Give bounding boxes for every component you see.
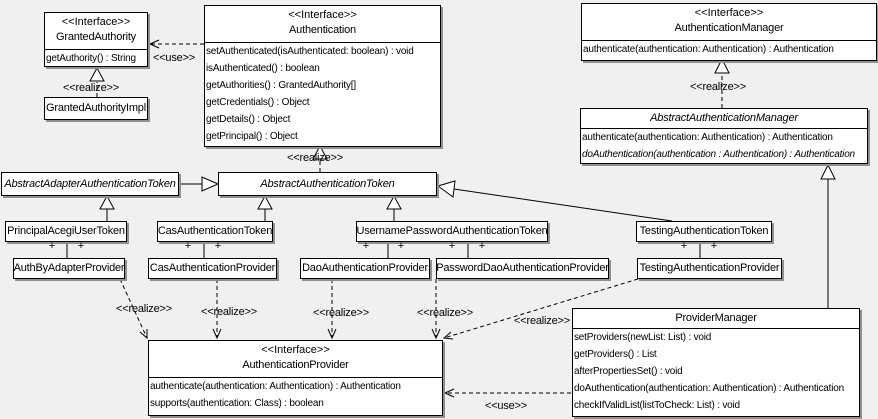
generalization-provider-manager <box>820 163 836 308</box>
class-dao-authentication-provider[interactable]: DaoAuthenticationProvider <box>300 258 430 279</box>
association-end-label: + <box>397 240 405 252</box>
realize-granted-authority-impl <box>89 66 105 97</box>
class-name: ProviderManager <box>573 309 859 329</box>
use-arrow-provider-manager <box>443 388 571 398</box>
method: getAuthority() : String <box>46 53 136 64</box>
stereotype-label: <<Interface>> <box>694 7 764 19</box>
association-end-label: + <box>184 240 192 252</box>
realize-testing-provider <box>442 278 639 340</box>
association-end-label: + <box>48 240 56 252</box>
class-granted-authority[interactable]: <<Interface>> GrantedAuthority getAuthor… <box>44 12 148 67</box>
class-name: DaoAuthenticationProvider <box>302 262 428 274</box>
realize-label: <<realize>> <box>313 307 369 319</box>
class-header: <<Interface>> AuthenticationManager <box>582 4 876 41</box>
class-name: AuthenticationManager <box>674 22 784 34</box>
method: getPrincipal() : Object <box>206 131 298 142</box>
stereotype-label: <<Interface>> <box>61 16 131 28</box>
association-end-label: + <box>478 240 486 252</box>
realize-abstract-authentication-manager <box>714 57 730 108</box>
realize-password-dao-provider <box>431 279 441 340</box>
realize-label: <<realize>> <box>63 82 119 94</box>
use-arrow-authentication <box>148 39 204 49</box>
class-cas-authentication-token[interactable]: CasAuthenticationToken <box>157 221 273 242</box>
stereotype-label: <<Interface>> <box>261 344 330 356</box>
realize-dao-provider <box>327 279 337 340</box>
use-label: <<use>> <box>484 400 528 412</box>
association-end-label: + <box>214 240 222 252</box>
generalization-principal-token <box>99 194 115 221</box>
method: isAuthenticated() : boolean <box>206 63 320 74</box>
class-name: AuthenticationProvider <box>242 359 349 371</box>
class-principal-acegi-user-token[interactable]: PrincipalAcegiUserToken <box>5 221 127 242</box>
class-authentication-provider[interactable]: <<Interface>> AuthenticationProvider aut… <box>148 340 443 416</box>
method: getCredentials() : Object <box>206 97 310 108</box>
method: authenticate(authentication: Authenticat… <box>583 44 834 55</box>
method: supports(authentication: Class) : boolea… <box>150 398 324 409</box>
class-name: GrantedAuthorityImpl <box>46 102 146 114</box>
class-password-dao-authentication-provider[interactable]: PasswordDaoAuthenticationProvider <box>436 258 609 279</box>
method: authenticate(authentication: Authenticat… <box>582 132 833 143</box>
class-abstract-authentication-manager[interactable]: AbstractAuthenticationManager authentica… <box>580 108 868 164</box>
class-name: AbstractAuthenticationToken <box>260 177 395 190</box>
class-name: TestingAuthenticationProvider <box>639 262 780 274</box>
generalization-testing-token <box>436 180 673 222</box>
class-authentication[interactable]: <<Interface>> Authentication setAuthenti… <box>204 5 441 147</box>
association-end-label: + <box>680 240 688 252</box>
class-name: UsernamePasswordAuthenticationToken <box>356 225 548 237</box>
stereotype-label: <<Interface>> <box>288 9 357 21</box>
class-name: AuthByAdapterProvider <box>13 262 125 274</box>
use-label: <<use>> <box>152 52 196 64</box>
method: doAuthentication(authentication: Authent… <box>574 383 844 394</box>
generalization-cas-token <box>257 194 273 221</box>
association-end-label: + <box>77 240 85 252</box>
realize-label: <<realize>> <box>417 307 473 319</box>
class-testing-authentication-token[interactable]: TestingAuthenticationToken <box>636 221 772 242</box>
method: doAuthentication(authentication : Authen… <box>582 149 855 160</box>
method: afterPropertiesSet() : void <box>574 366 683 377</box>
association-end-label: + <box>362 240 370 252</box>
class-name: CasAuthenticationToken <box>157 225 273 237</box>
class-name: TestingAuthenticationToken <box>639 225 769 237</box>
method: getProviders() : List <box>574 349 657 360</box>
class-name: Authentication <box>289 24 356 36</box>
class-name: PasswordDaoAuthenticationProvider <box>436 262 609 274</box>
realize-label: <<realize>> <box>514 315 570 327</box>
method: getDetails() : Object <box>206 114 291 125</box>
class-authentication-manager[interactable]: <<Interface>> AuthenticationManager auth… <box>581 3 877 61</box>
method: checkIfValidList(listToCheck: List) : vo… <box>574 400 740 411</box>
class-header: <<Interface>> GrantedAuthority <box>45 13 147 50</box>
class-cas-authentication-provider[interactable]: CasAuthenticationProvider <box>148 258 277 279</box>
method: setProviders(newList: List) : void <box>574 332 712 343</box>
realize-label: <<realize>> <box>201 306 257 318</box>
method: getAuthorities() : GrantedAuthority[] <box>206 80 356 91</box>
realize-abstract-authentication-token <box>312 144 328 172</box>
class-provider-manager[interactable]: ProviderManager setProviders(newList: Li… <box>572 308 860 417</box>
association-end-label: + <box>710 240 718 252</box>
class-name: CasAuthenticationProvider <box>149 262 276 274</box>
class-abstract-authentication-token[interactable]: AbstractAuthenticationToken <box>218 172 437 196</box>
generalization-adapter-token <box>179 176 220 192</box>
generalization-username-password-token <box>386 194 402 221</box>
realize-label: <<realize>> <box>690 81 746 93</box>
class-testing-authentication-provider[interactable]: TestingAuthenticationProvider <box>637 258 782 279</box>
method: authenticate(authentication: Authenticat… <box>150 381 401 392</box>
association-end-label: + <box>448 240 456 252</box>
class-auth-by-adapter-provider[interactable]: AuthByAdapterProvider <box>13 258 125 279</box>
class-name: GrantedAuthority <box>56 31 136 43</box>
class-name: AbstractAuthenticationManager <box>581 109 867 129</box>
realize-label: <<realize>> <box>116 303 172 315</box>
class-username-password-authentication-token[interactable]: UsernamePasswordAuthenticationToken <box>356 221 548 242</box>
realize-label: <<realize>> <box>287 152 343 164</box>
class-granted-authority-impl[interactable]: GrantedAuthorityImpl <box>44 97 148 120</box>
method: setAuthenticated(isAuthenticated: boolea… <box>206 46 414 57</box>
class-name: AbstractAdapterAuthenticationToken <box>4 177 176 190</box>
realize-auth-by-adapter-provider <box>119 278 148 340</box>
class-header: <<Interface>> Authentication <box>205 6 440 43</box>
class-name: PrincipalAcegiUserToken <box>7 225 125 237</box>
realize-cas-provider <box>212 279 222 340</box>
class-header: <<Interface>> AuthenticationProvider <box>149 341 442 378</box>
class-abstract-adapter-authentication-token[interactable]: AbstractAdapterAuthenticationToken <box>1 172 179 196</box>
